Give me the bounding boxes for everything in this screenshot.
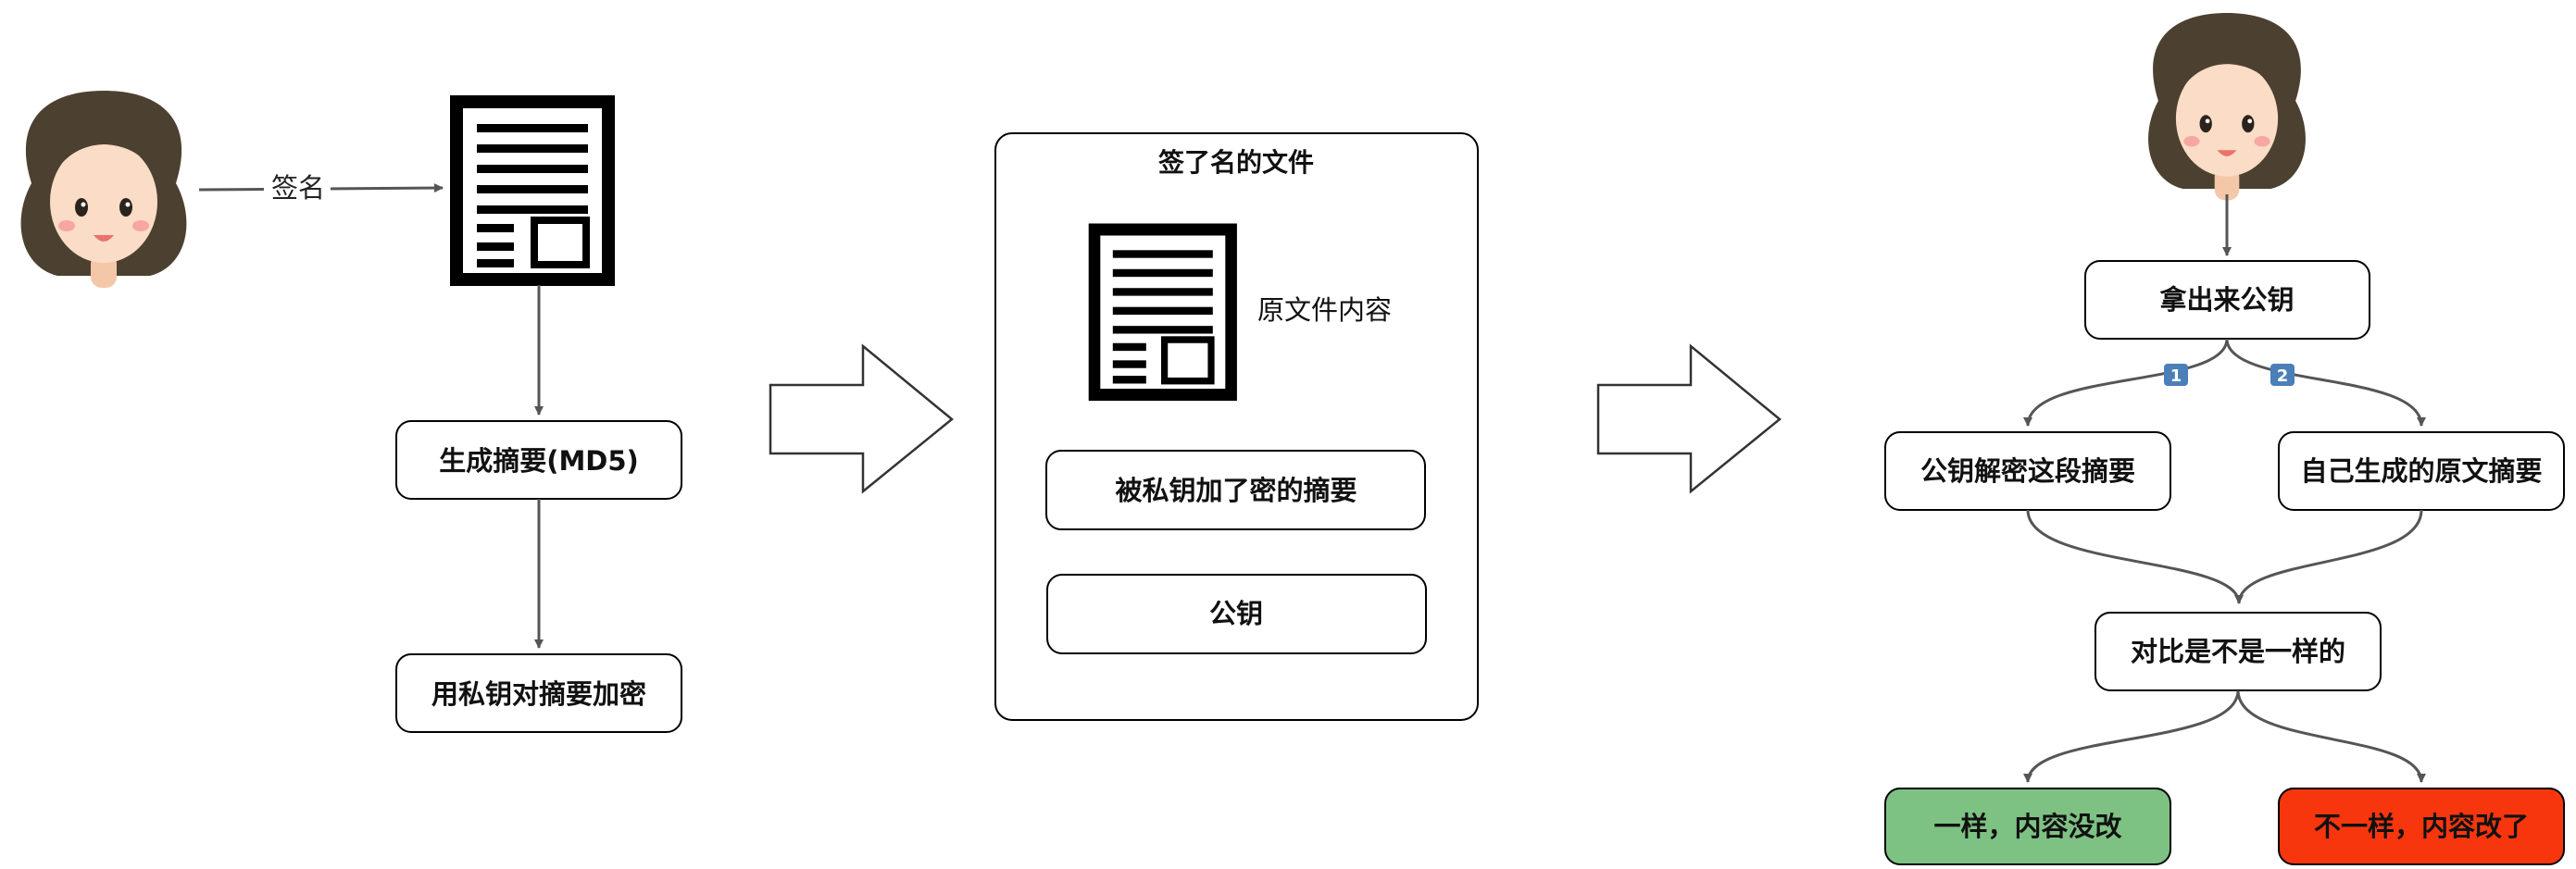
step-2-number: 2 (2277, 366, 2289, 386)
result-same-box: 一样，内容没改 (1884, 788, 2171, 865)
decrypt-digest-box: 公钥解密这段摘要 (1884, 431, 2171, 511)
own-digest-box: 自己生成的原文摘要 (2278, 431, 2565, 511)
result-same-label: 一样，内容没改 (1933, 811, 2121, 842)
connector-decrypt-to-compare (2026, 509, 2244, 604)
step-2-badge: 2 (2270, 364, 2295, 386)
encrypt-box-label: 用私钥对摘要加密 (431, 678, 646, 710)
result-same-fill (1884, 788, 2171, 865)
container-title: 签了名的文件 (1158, 147, 1314, 178)
step-1-number: 1 (2170, 366, 2182, 386)
decrypt-digest-label: 公钥解密这段摘要 (1920, 455, 2135, 487)
result-different-label: 不一样，内容改了 (2314, 811, 2529, 842)
big-arrow-icon (769, 343, 954, 494)
person-icon (2148, 12, 2306, 201)
person-icon (20, 91, 187, 288)
original-document-icon (1094, 230, 1232, 395)
encrypted-digest-label: 被私钥加了密的摘要 (1115, 475, 1357, 506)
digest-box-label: 生成摘要(MD5) (439, 445, 639, 477)
original-content-label: 原文件内容 (1257, 294, 1392, 326)
step-1-badge: 1 (2164, 364, 2188, 386)
get-public-key-box: 拿出来公钥 (2084, 260, 2370, 340)
compare-box: 对比是不是一样的 (2095, 612, 2382, 691)
connector-to-decrypt (2023, 338, 2229, 427)
encrypt-box: 用私钥对摘要加密 (395, 653, 682, 733)
connector-to-own-digest (2225, 338, 2426, 427)
public-key-box: 公钥 (1046, 574, 1427, 654)
digest-box: 生成摘要(MD5) (395, 420, 682, 500)
sign-label-bg (264, 167, 331, 207)
result-different-box: 不一样，内容改了 (2278, 788, 2565, 865)
big-arrow-icon (1596, 343, 1782, 494)
public-key-label: 公钥 (1209, 598, 1263, 629)
connector-own-to-compare (2237, 509, 2423, 604)
document-icon (456, 102, 608, 279)
connector-compare-to-different (2236, 689, 2426, 783)
sign-label: 签名 (271, 172, 325, 204)
encrypted-digest-box: 被私钥加了密的摘要 (1045, 450, 1426, 530)
connector-compare-to-same (2023, 689, 2240, 783)
compare-label: 对比是不是一样的 (2131, 636, 2345, 667)
get-public-key-label: 拿出来公钥 (2158, 284, 2294, 316)
own-digest-label: 自己生成的原文摘要 (2300, 455, 2542, 487)
result-different-fill (2278, 788, 2565, 865)
signer-avatar (20, 91, 187, 288)
verifier-avatar (2148, 12, 2306, 201)
